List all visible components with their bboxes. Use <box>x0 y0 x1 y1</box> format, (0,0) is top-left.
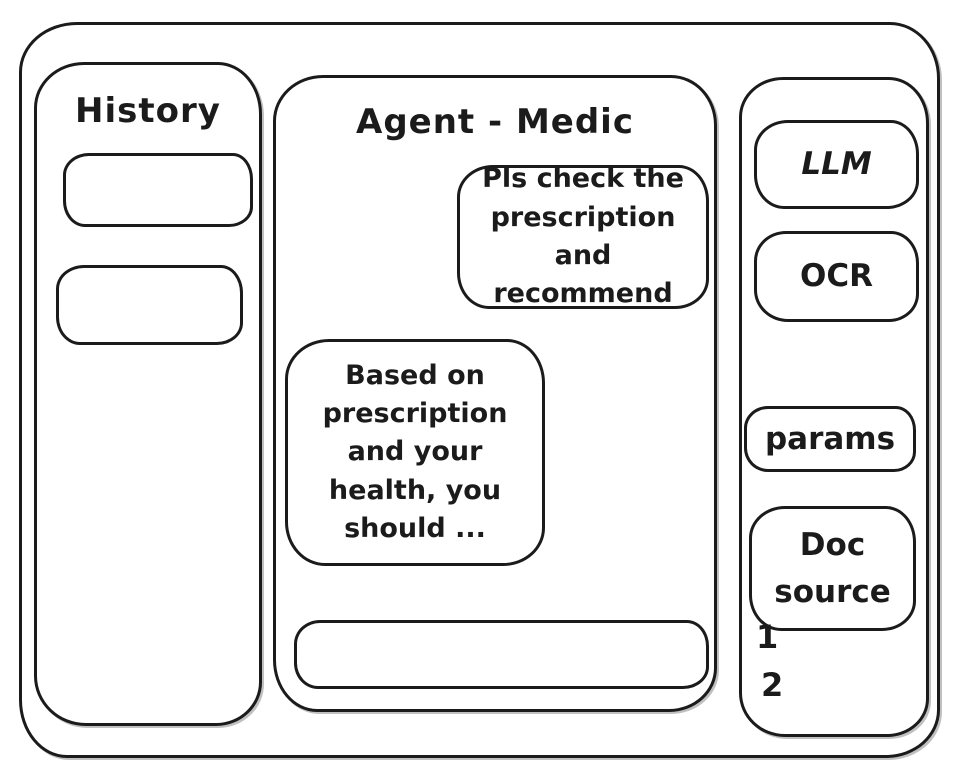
message-input[interactable] <box>294 620 709 689</box>
history-title: History <box>75 91 221 131</box>
history-item-2[interactable] <box>56 265 243 345</box>
user-message-bubble: Pls check the prescription and recommend <box>457 163 709 309</box>
page-title: Agent - Medic <box>356 102 634 142</box>
history-sidebar: History <box>34 62 262 726</box>
agent-message-bubble: Based on prescription and your health, y… <box>285 339 545 566</box>
doc-source-item-2[interactable]: 2 <box>761 666 784 704</box>
ocr-button[interactable]: OCR <box>754 231 919 322</box>
doc-source-button[interactable]: Doc source <box>749 506 916 631</box>
llm-button[interactable]: LLM <box>754 120 919 209</box>
chat-panel: Agent - Medic Pls check the prescription… <box>273 75 717 712</box>
params-button[interactable]: params <box>744 406 916 472</box>
history-item-1[interactable] <box>63 153 253 227</box>
doc-source-item-1[interactable]: 1 <box>756 618 779 656</box>
tools-panel: LLM OCR params Doc source 1 2 <box>739 77 929 737</box>
